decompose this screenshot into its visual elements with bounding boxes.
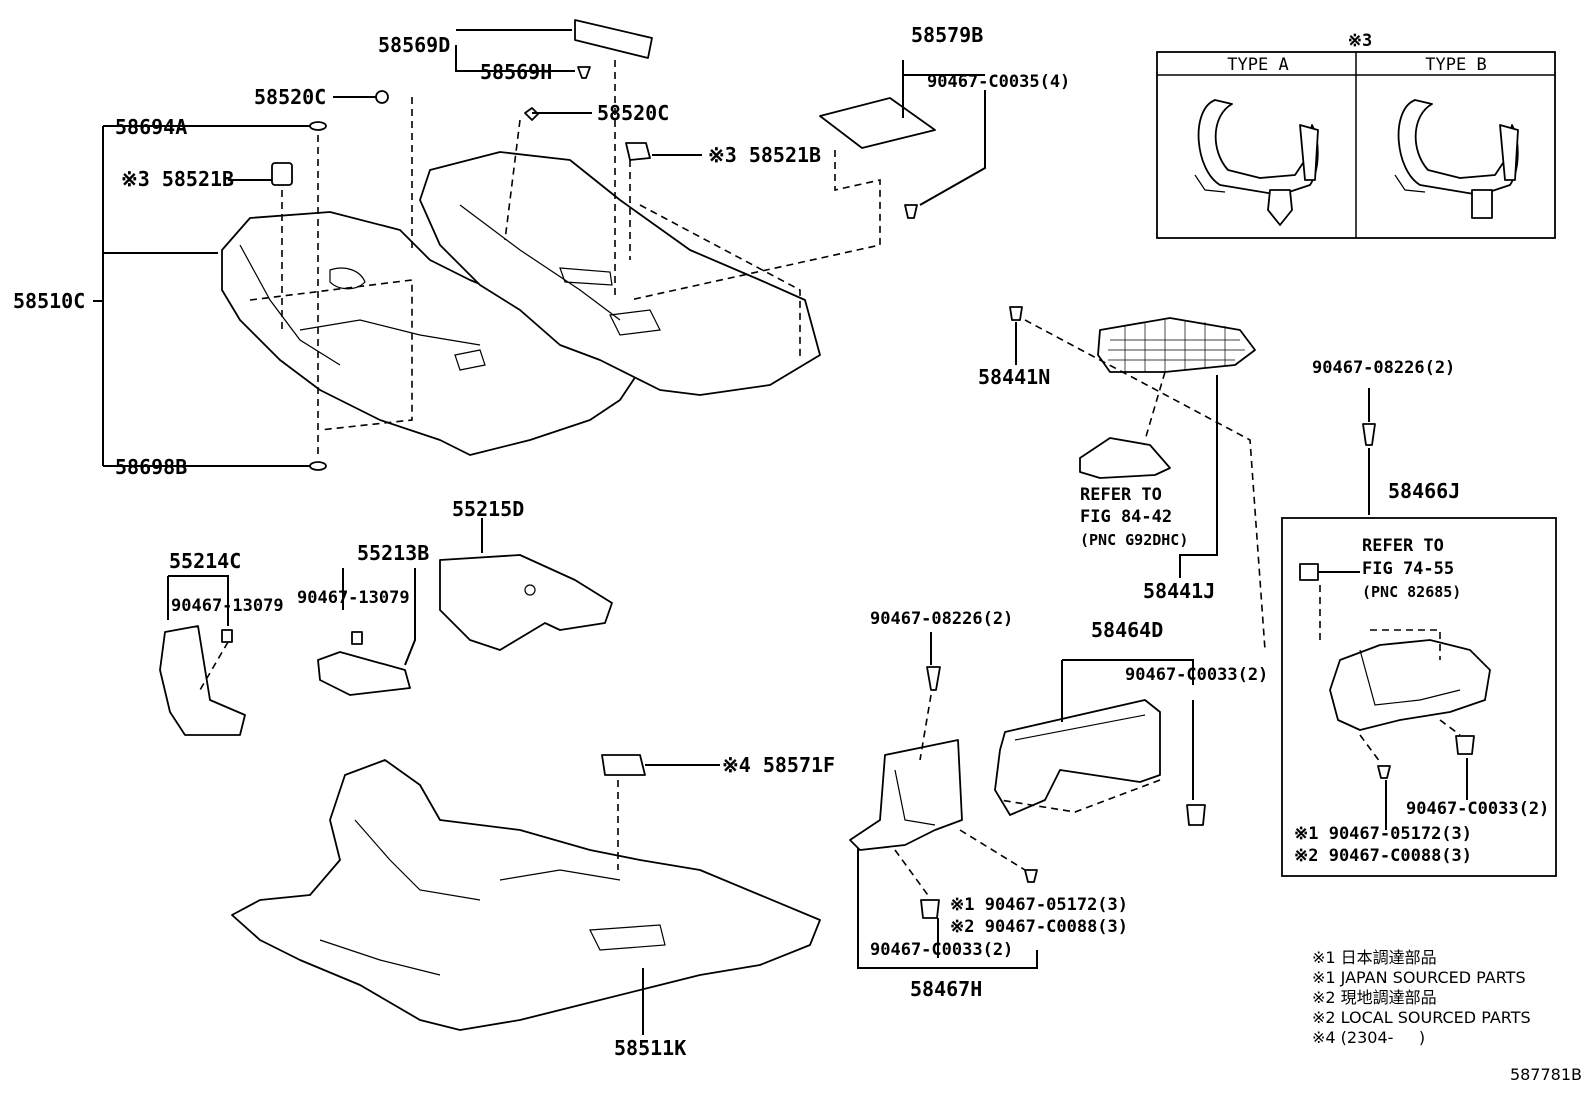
label-55213b: 55213B xyxy=(357,541,429,565)
type-a-label: TYPE A xyxy=(1227,55,1288,75)
part-labels: 58569D 58569H 58520C 58520C 58694A ※3 58… xyxy=(13,23,1549,1060)
label-58467h: 58467H xyxy=(910,977,982,1001)
ref1-line1: REFER TO xyxy=(1080,485,1162,505)
label-90467-c0033-center: 90467-C0033(2) xyxy=(1125,665,1268,685)
label-58464d: 58464D xyxy=(1091,618,1163,642)
figure-id: 587781B xyxy=(1510,1065,1582,1084)
label-58441n: 58441N xyxy=(978,365,1050,389)
label-58511k: 58511K xyxy=(614,1036,686,1060)
trim-58467h-drawing xyxy=(849,666,1038,919)
note-1-jp: ※1 日本調達部品 xyxy=(1312,948,1437,967)
leaders-58466j xyxy=(1318,388,1468,830)
ref1-line3: (PNC G92DHC) xyxy=(1080,531,1188,549)
inset-title: ※3 xyxy=(1348,31,1372,51)
label-55215d: 55215D xyxy=(452,497,524,521)
leaders-left-middle xyxy=(167,518,483,691)
part-55213b-drawing xyxy=(317,631,411,696)
label-90467-c0033-right: 90467-C0033(2) xyxy=(1406,799,1549,819)
note-4: ※4 (2304- ) xyxy=(1312,1028,1425,1047)
label-58441j: 58441J xyxy=(1143,579,1215,603)
label-55214c: 55214C xyxy=(169,549,241,573)
ref2-line2: FIG 74-55 xyxy=(1362,559,1454,579)
ref1-line2: FIG 84-42 xyxy=(1080,507,1172,527)
type-inset-box: ※3 TYPE A TYPE B xyxy=(1156,31,1556,239)
leaders-58467h xyxy=(857,632,1038,969)
leaders-58464d xyxy=(999,659,1194,813)
label-90467-08226-right: 90467-08226(2) xyxy=(1312,358,1455,378)
label-58521b-b: ※3 58521B xyxy=(708,143,821,167)
label-90467-08226-center: 90467-08226(2) xyxy=(870,609,1013,629)
carpet-rear-drawing xyxy=(419,151,821,396)
leaders-bottom-carpet xyxy=(617,764,720,1035)
leaders-top-left xyxy=(93,29,986,467)
label-58521b-a: ※3 58521B xyxy=(121,167,234,191)
label-58694a: 58694A xyxy=(115,115,187,139)
leaders-58441j xyxy=(1015,319,1266,651)
label-58569h: 58569H xyxy=(480,60,552,84)
trim-58464d-drawing xyxy=(994,699,1206,826)
label-58466j: 58466J xyxy=(1388,479,1460,503)
label-58571f: ※4 58571F xyxy=(722,753,835,777)
note-1-en: ※1 JAPAN SOURCED PARTS xyxy=(1312,968,1526,987)
label-58569d: 58569D xyxy=(378,33,450,57)
note-2-en: ※2 LOCAL SOURCED PARTS xyxy=(1312,1008,1531,1027)
sourcing-notes: ※1 日本調達部品 ※1 JAPAN SOURCED PARTS ※2 現地調達… xyxy=(1312,948,1531,1047)
label-90467-13079-b: 90467-13079 xyxy=(297,588,410,608)
carpet-58511k-drawing xyxy=(231,759,821,1031)
ref2-line1: REFER TO xyxy=(1362,536,1444,556)
part-55214c-drawing xyxy=(159,625,246,736)
part-58571f-drawing xyxy=(601,754,646,776)
type-b-label: TYPE B xyxy=(1425,55,1486,75)
clip-type-b-drawing xyxy=(1394,99,1519,219)
label-90467-c0035: 90467-C0035(4) xyxy=(927,72,1070,92)
label-58520c-b: 58520C xyxy=(597,101,669,125)
part-55215d-drawing xyxy=(439,554,613,651)
part-58441j-drawing xyxy=(1009,306,1256,479)
label-90467-05172-center: ※1 90467-05172(3) xyxy=(950,895,1128,915)
label-58520c-a: 58520C xyxy=(254,85,326,109)
label-58698b: 58698B xyxy=(115,455,187,479)
label-90467-c0088-center: ※2 90467-C0088(3) xyxy=(950,917,1128,937)
note-2-jp: ※2 現地調達部品 xyxy=(1312,988,1437,1007)
label-90467-13079-a: 90467-13079 xyxy=(171,596,284,616)
label-58510c: 58510C xyxy=(13,289,85,313)
label-90467-05172-right: ※1 90467-05172(3) xyxy=(1294,824,1472,844)
label-90467-c0033-center-2: 90467-C0033(2) xyxy=(870,940,1013,960)
small-parts-top-left xyxy=(271,19,936,471)
ref2-line3: (PNC 82685) xyxy=(1362,583,1461,601)
carpet-58510c-drawing xyxy=(221,211,641,456)
box-58466j xyxy=(1281,423,1557,877)
label-58579b: 58579B xyxy=(911,23,983,47)
label-90467-c0088-right: ※2 90467-C0088(3) xyxy=(1294,846,1472,866)
clip-type-a-drawing xyxy=(1194,99,1319,226)
